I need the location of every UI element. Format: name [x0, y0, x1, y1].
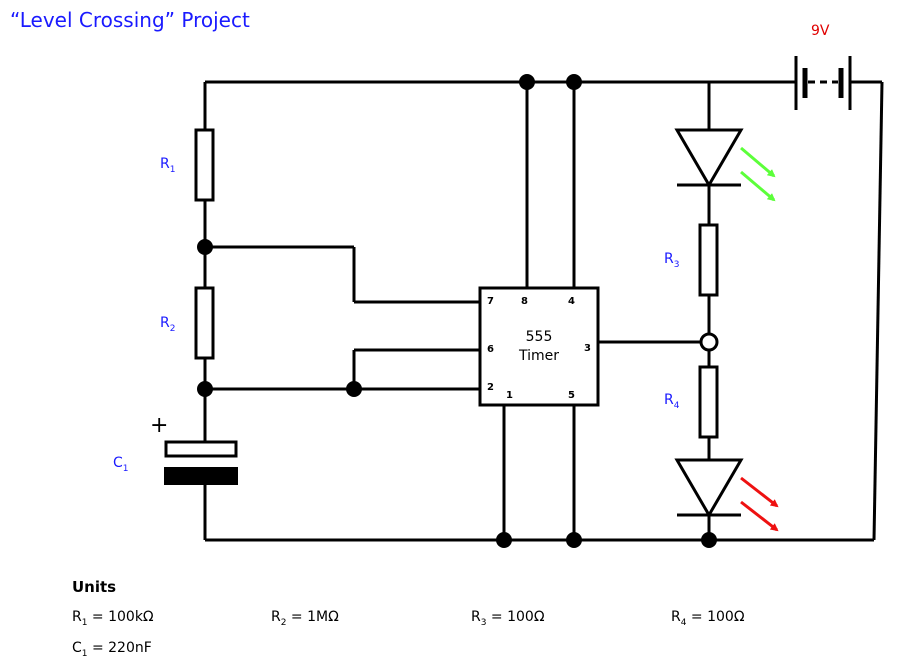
wires — [203, 80, 884, 542]
pin-label-2: 2 — [487, 382, 494, 393]
label-r3: R3 — [664, 251, 679, 270]
pin-label-6: 6 — [487, 344, 494, 355]
unit-r1: R1 = 100kΩ — [72, 609, 154, 628]
resistor-r3 — [698, 223, 719, 297]
junction-dot — [197, 239, 213, 255]
pin-label-5: 5 — [568, 390, 575, 401]
led-red — [674, 458, 779, 532]
units-heading: Units — [72, 578, 117, 596]
battery-label: 9V — [811, 23, 830, 39]
pin-label-8: 8 — [521, 296, 528, 307]
label-c1: C1 — [113, 455, 129, 474]
led-green — [674, 128, 776, 202]
output-node — [699, 332, 719, 352]
page-title: “Level Crossing” Project — [10, 8, 250, 32]
unit-c1: C1 = 220nF — [72, 640, 152, 659]
junction-dot — [496, 532, 512, 548]
resistor-r2 — [194, 286, 215, 360]
label-r4: R4 — [664, 392, 680, 411]
label-r1: R1 — [160, 156, 175, 175]
led-red-light-arrow — [740, 476, 779, 508]
junction-dot — [346, 381, 362, 397]
unit-r4: R4 = 100Ω — [671, 609, 745, 628]
capacitor-c1-plate-negative — [164, 467, 238, 485]
junction-dot — [519, 74, 535, 90]
capacitor-c1-plate-positive — [164, 440, 238, 458]
resistor-r4 — [698, 365, 719, 439]
junction-dots — [197, 74, 717, 548]
led-green-light-arrow — [740, 170, 776, 202]
led-green-light-arrow — [740, 146, 776, 178]
pin-label-3: 3 — [584, 343, 591, 354]
led-red-light-arrow — [740, 500, 779, 532]
timer-label-timer: Timer — [518, 348, 559, 364]
junction-dot — [701, 532, 717, 548]
junction-dot — [566, 532, 582, 548]
pin-label-1: 1 — [506, 390, 513, 401]
pin-label-7: 7 — [487, 296, 494, 307]
battery-9v — [794, 56, 852, 110]
capacitor-polarity-plus: + — [150, 413, 168, 438]
unit-r2: R2 = 1MΩ — [271, 609, 339, 628]
timer-label-555: 555 — [526, 329, 553, 345]
pin-label-4: 4 — [568, 296, 575, 307]
junction-dot — [197, 381, 213, 397]
right-rail-wire — [872, 81, 884, 541]
unit-r3: R3 = 100Ω — [471, 609, 545, 628]
timer-555-chip — [478, 286, 600, 407]
label-r2: R2 — [160, 315, 175, 334]
resistor-r1 — [194, 128, 215, 202]
junction-dot — [566, 74, 582, 90]
